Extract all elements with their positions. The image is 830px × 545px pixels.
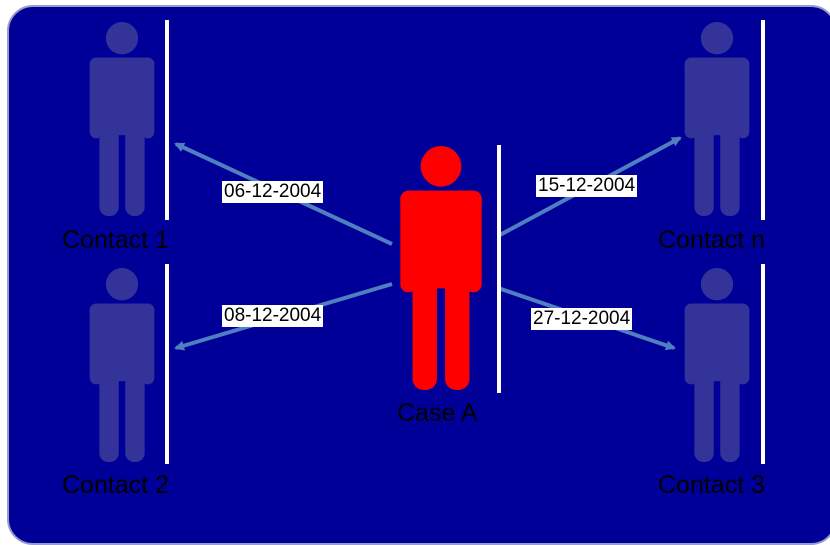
contact-2-date-label: 08-12-2004 <box>222 305 324 327</box>
contact-3-label: Contact 3 <box>658 471 766 499</box>
contact-n-date-label: 15-12-2004 <box>536 175 638 197</box>
diagram-stage: 06-12-2004 08-12-2004 15-12-2004 27-12-2… <box>7 5 830 545</box>
contact-n-label: Contact n <box>658 226 766 254</box>
contact-2-person-icon <box>89 268 155 462</box>
case-a-person-icon <box>400 146 482 390</box>
contact-3-date-label: 27-12-2004 <box>531 308 633 330</box>
contact-1-person-icon <box>89 22 155 216</box>
contact-n-person-icon <box>684 22 750 216</box>
contact-2-label: Contact 2 <box>62 471 170 499</box>
contact-tracing-diagram <box>89 20 765 464</box>
contact-3-person-icon <box>684 268 750 462</box>
contact-1-date-label: 06-12-2004 <box>222 181 324 203</box>
case-a-label: Case A <box>397 399 478 427</box>
contact-1-label: Contact 1 <box>62 226 170 254</box>
